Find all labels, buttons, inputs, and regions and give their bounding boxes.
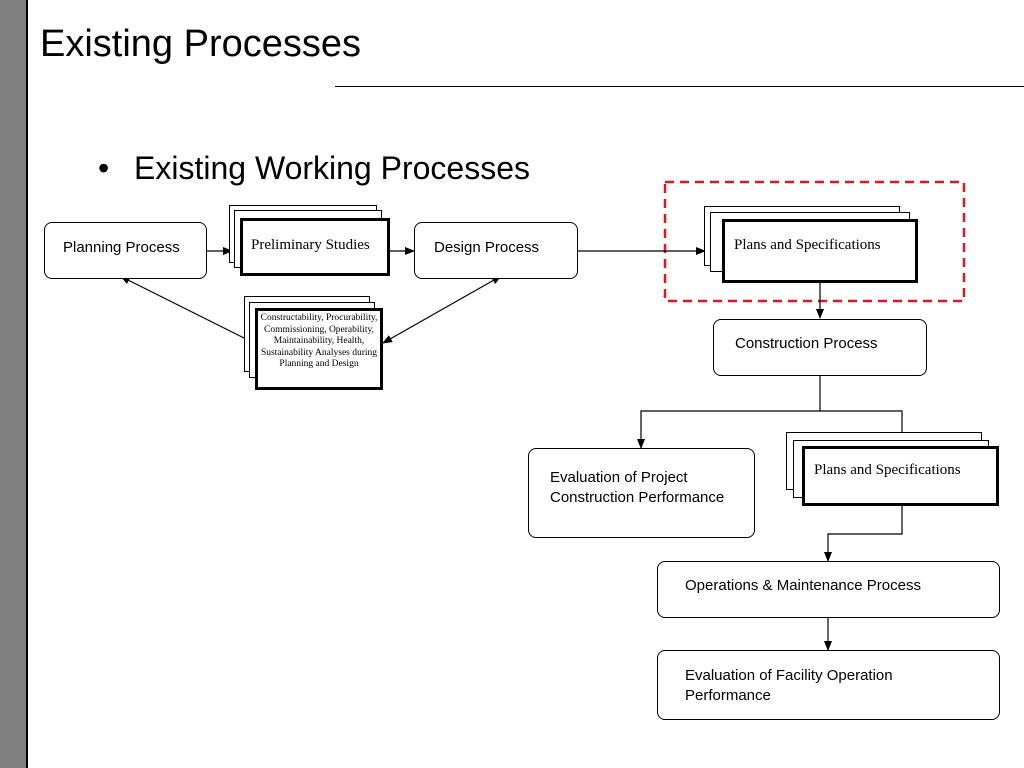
planning-process-box: Planning Process bbox=[44, 222, 207, 279]
eval-construction-line-1: Evaluation of Project bbox=[550, 469, 688, 486]
eval-facility-line-2: Performance bbox=[685, 687, 771, 704]
slide-side-bar bbox=[0, 0, 28, 768]
eval-facility-box: Evaluation of Facility Operation Perform… bbox=[657, 650, 1000, 720]
design-process-box: Design Process bbox=[414, 222, 578, 279]
arrow-design-analyses bbox=[382, 275, 502, 344]
arrow-plans-lower-to-operations bbox=[824, 506, 903, 562]
title-rule bbox=[335, 86, 1024, 87]
preliminary-studies-label: Preliminary Studies bbox=[251, 237, 370, 253]
analyses-document: Constructability, Procurability, Commiss… bbox=[255, 308, 383, 390]
plans-specs-top-document: Plans and Specifications bbox=[722, 219, 918, 283]
bullet-item: • Existing Working Processes bbox=[98, 148, 530, 188]
plans-specs-lower-label: Plans and Specifications bbox=[814, 462, 961, 478]
construction-process-box: Construction Process bbox=[713, 319, 927, 376]
analyses-label: Constructability, Procurability, Commiss… bbox=[260, 313, 378, 369]
planning-process-label: Planning Process bbox=[63, 239, 180, 256]
eval-facility-line-1: Evaluation of Facility Operation bbox=[685, 667, 893, 684]
eval-construction-line-2: Construction Performance bbox=[550, 489, 725, 506]
bullet-text: Existing Working Processes bbox=[134, 150, 530, 186]
operations-maintenance-box: Operations & Maintenance Process bbox=[657, 561, 1000, 618]
arrow-to-eval-construction bbox=[637, 410, 820, 449]
design-process-label: Design Process bbox=[434, 239, 540, 256]
plans-specs-lower-document: Plans and Specifications bbox=[802, 446, 999, 506]
plans-specs-top-label: Plans and Specifications bbox=[734, 237, 881, 253]
preliminary-studies-document: Preliminary Studies bbox=[240, 218, 390, 276]
slide-title: Existing Processes bbox=[40, 23, 362, 65]
bullet-marker: • bbox=[98, 150, 110, 186]
construction-process-label: Construction Process bbox=[735, 335, 878, 352]
eval-construction-box: Evaluation of Project Construction Perfo… bbox=[528, 448, 755, 538]
operations-maintenance-label: Operations & Maintenance Process bbox=[685, 577, 921, 594]
arrow-planning-analyses bbox=[119, 275, 255, 344]
